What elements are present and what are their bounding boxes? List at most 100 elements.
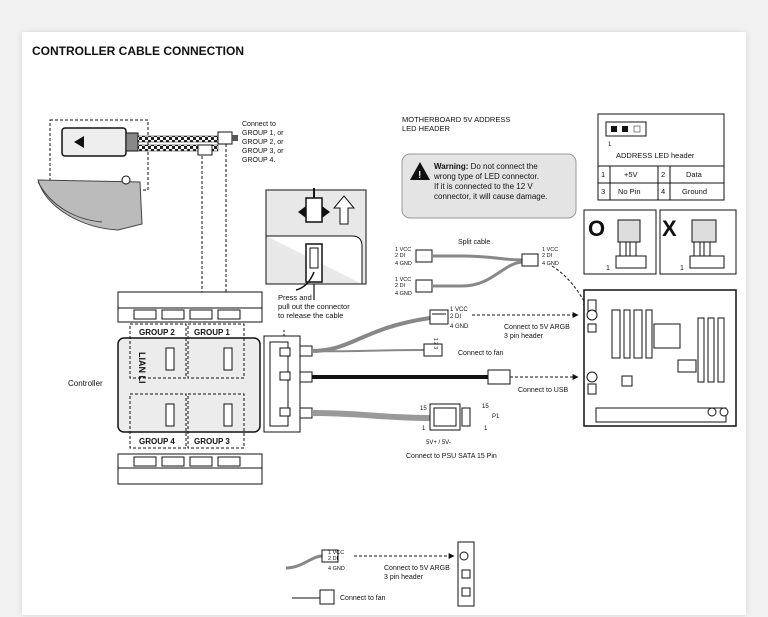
svg-text:1 VCC: 1 VCC (450, 307, 468, 313)
svg-text:Ground: Ground (682, 187, 707, 196)
svg-text:LED HEADER: LED HEADER (402, 124, 451, 133)
svg-text:Data: Data (686, 170, 703, 179)
connection-diagram: CONTROLLER CABLE CONNECTION Connect to G… (32, 44, 737, 607)
wrong-connection-panel: X 1 (659, 209, 737, 275)
warning-box: ! Warning: Do not connect the wrong type… (401, 153, 577, 219)
brand-logo: LIAN LI (137, 352, 147, 384)
bottom-detail: 1 VCC 2 DI 4 GND Connect to 5V ARGB 3 pi… (285, 541, 475, 607)
svg-text:4 GND: 4 GND (328, 566, 345, 572)
svg-text:1: 1 (422, 426, 426, 432)
connect-fan-note: Connect to fan (458, 350, 504, 357)
fan-plug (423, 343, 443, 357)
svg-text:4 GND: 4 GND (395, 291, 412, 297)
svg-text:1: 1 (484, 426, 488, 432)
split-pinout: 1 VCC 2 DI 4 GND 1 VCC 2 DI 4 GND 1 VCC … (395, 247, 559, 297)
group-labels: GROUP 2 GROUP 1 GROUP 4 GROUP 3 (139, 328, 230, 446)
bottom-port-strip (117, 453, 263, 485)
manual-page: CONTROLLER CABLE CONNECTION Connect to G… (22, 32, 746, 615)
usb-plug (487, 369, 511, 385)
group-4-zone (129, 393, 187, 449)
svg-text:Connect to 5V ARGB: Connect to 5V ARGB (504, 324, 570, 331)
group-2-label: GROUP 2 (139, 328, 175, 337)
group-4-label: GROUP 4 (139, 437, 175, 446)
group-3-zone (187, 393, 245, 449)
svg-text:Connect to 5V ARGB: Connect to 5V ARGB (384, 565, 450, 572)
svg-text:1 VCC: 1 VCC (542, 247, 558, 253)
svg-text:No Pin: No Pin (618, 187, 641, 196)
svg-text:Connect to: Connect to (242, 121, 276, 128)
svg-text:GROUP 1, or: GROUP 1, or (242, 130, 284, 137)
svg-text:connector, it will cause damag: connector, it will cause damage. (434, 192, 547, 201)
svg-text:15: 15 (482, 404, 489, 410)
group-1-zone (187, 323, 245, 379)
top-port-strip (117, 291, 263, 323)
address-led-table: 1 ADDRESS LED header 1 +5V 2 Data 3 No P… (597, 113, 725, 201)
cable-closeup (37, 119, 238, 231)
svg-text:4 GND: 4 GND (395, 261, 412, 267)
svg-text:1: 1 (608, 142, 612, 148)
motherboard-header-label: MOTHERBOARD 5V ADDRESS LED HEADER (402, 115, 510, 133)
svg-text:ADDRESS LED header: ADDRESS LED header (616, 151, 695, 160)
svg-text:2 DI: 2 DI (450, 314, 461, 320)
svg-text:GROUP 3, or: GROUP 3, or (242, 148, 284, 155)
connect-usb-note: Connect to USB (518, 387, 569, 394)
motherboard (583, 289, 737, 427)
warning-icon (410, 162, 430, 180)
side-connector-panel (263, 328, 313, 433)
svg-text:Warning: Do not connect the: Warning: Do not connect the (434, 162, 538, 171)
sata-pinout: 15 P1 1 15 1 5V+ / 5V- (420, 404, 500, 446)
svg-text:4: 4 (661, 187, 665, 196)
svg-text:1 VCC: 1 VCC (395, 247, 411, 253)
svg-text:15: 15 (420, 406, 427, 412)
controller: LIAN LI (117, 323, 261, 449)
argb-plug (429, 309, 449, 325)
svg-text:1 VCC: 1 VCC (395, 277, 411, 283)
svg-text:2 DI: 2 DI (395, 253, 406, 259)
svg-text:to release the cable: to release the cable (278, 311, 343, 320)
svg-text:Press and: Press and (278, 293, 312, 302)
svg-text:wrong type of LED connector.: wrong type of LED connector. (433, 172, 539, 181)
svg-text:+5V: +5V (624, 170, 638, 179)
svg-text:GROUP 2, or: GROUP 2, or (242, 139, 284, 146)
cables (311, 316, 511, 421)
ng-symbol: X (662, 216, 677, 241)
connect-argb-note: Connect to 5V ARGB 3 pin header (504, 324, 570, 340)
svg-text:4 GND: 4 GND (450, 324, 469, 330)
correct-connection-panel: O 1 (583, 209, 657, 275)
svg-text:1: 1 (601, 170, 605, 179)
svg-text:2 DI: 2 DI (328, 556, 339, 562)
svg-text:2 DI: 2 DI (395, 283, 406, 289)
ok-symbol: O (588, 216, 605, 241)
svg-text:1: 1 (606, 265, 610, 272)
svg-text:2: 2 (661, 170, 665, 179)
connect-groups-note: Connect to GROUP 1, or GROUP 2, or GROUP… (242, 121, 284, 164)
page-title: CONTROLLER CABLE CONNECTION (32, 44, 244, 58)
svg-text:2 DI: 2 DI (542, 253, 553, 259)
press-instruction: Press and pull out the connector to rele… (278, 293, 350, 320)
svg-text:pull out the connector: pull out the connector (278, 302, 350, 311)
group-2-zone (129, 323, 187, 379)
connect-sata-note: Connect to PSU SATA 15 Pin (406, 453, 497, 460)
fan-pinout: 1 2 3 (432, 338, 438, 349)
svg-text:3 pin header: 3 pin header (504, 333, 544, 340)
svg-text:P1: P1 (492, 414, 500, 420)
connector-release-illustration (265, 188, 367, 300)
split-cable (415, 249, 539, 293)
svg-text:MOTHERBOARD 5V ADDRESS: MOTHERBOARD 5V ADDRESS (402, 115, 510, 124)
svg-text:4 GND: 4 GND (542, 261, 559, 267)
svg-text:Connect to fan: Connect to fan (340, 595, 386, 602)
svg-text:3 pin header: 3 pin header (384, 574, 424, 581)
arrow-split (551, 265, 589, 309)
sata-plug (429, 403, 471, 431)
controller-label: Controller (68, 379, 103, 388)
svg-text:!: ! (418, 170, 421, 181)
svg-text:GROUP 4.: GROUP 4. (242, 157, 275, 164)
svg-text:1 VCC: 1 VCC (328, 550, 344, 556)
group-1-label: GROUP 1 (194, 328, 230, 337)
svg-text:1: 1 (680, 265, 684, 272)
svg-text:5V+ / 5V-: 5V+ / 5V- (426, 440, 451, 446)
group-3-label: GROUP 3 (194, 437, 230, 446)
svg-text:If it is connected to the 12 V: If it is connected to the 12 V (434, 182, 533, 191)
argb-pinout: 1 VCC 2 DI 4 GND (450, 307, 469, 330)
split-cable-label: Split cable (458, 239, 490, 246)
